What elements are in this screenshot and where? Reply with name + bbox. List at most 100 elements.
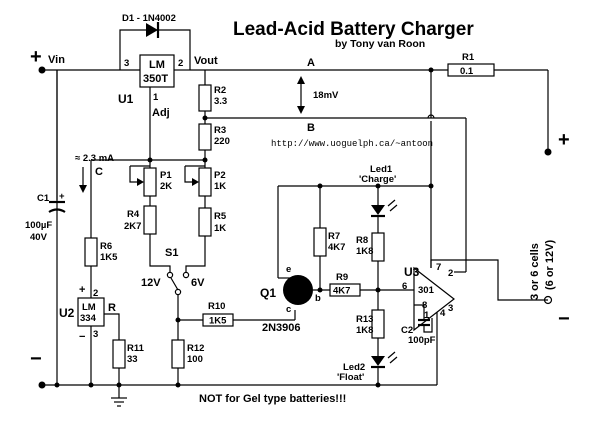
r7-value: 4K7	[328, 242, 345, 253]
u3-pin8: 8	[422, 300, 427, 311]
transistor-q1	[283, 275, 313, 305]
u1-pin1: 1	[153, 92, 159, 103]
capacitor-c1: +	[48, 70, 66, 213]
r3-value: 220	[214, 136, 230, 147]
resistor-r6	[84, 237, 98, 267]
u3-id: U3	[404, 265, 420, 279]
resistor-r7	[313, 227, 327, 257]
vin-minus-sign: −	[30, 348, 42, 370]
vin-label: Vin	[48, 54, 65, 66]
p2-id: P2	[214, 170, 226, 181]
c1-value-2: 40V	[30, 232, 48, 243]
resistor-r2	[198, 84, 212, 112]
svg-text:+: +	[59, 191, 65, 202]
c2-id: C2	[401, 325, 413, 336]
q1-base: b	[315, 293, 321, 304]
c2-value: 100pF	[408, 335, 436, 346]
u3-pin6: 6	[402, 281, 407, 292]
q1-part: 2N3906	[262, 322, 301, 334]
u1-pin2: 2	[178, 58, 183, 69]
r12-value: 100	[187, 354, 203, 365]
q1-collector: c	[286, 304, 291, 315]
led1-id: Led1	[370, 164, 393, 175]
resistor-r13	[371, 309, 385, 339]
resistor-r8	[371, 232, 385, 262]
r13-value: 1K8	[356, 325, 373, 336]
vin-terminal	[38, 66, 46, 74]
r10-value: 1K5	[209, 316, 227, 327]
r9-id: R9	[336, 272, 348, 283]
voltage-drop-arrow	[297, 76, 305, 114]
u1-pin3: 3	[124, 58, 129, 69]
warning-note: NOT for Gel type batteries!!!	[199, 393, 346, 405]
r8-id: R8	[356, 235, 368, 246]
u3-pin2: 2	[448, 268, 453, 279]
r4-value: 2K7	[124, 221, 141, 232]
r8-value: 1K8	[356, 246, 373, 257]
u3-pin4: 4	[440, 308, 446, 319]
u3-pin1: 1	[424, 310, 430, 321]
potentiometer-p1	[143, 167, 157, 197]
vout-label: Vout	[194, 55, 218, 67]
u2-text-1: LM	[82, 302, 96, 313]
u2-r-label: R	[108, 302, 116, 314]
r6-id: R6	[100, 241, 112, 252]
led1-value: 'Charge'	[359, 174, 396, 185]
r6-value: 1K5	[100, 252, 118, 263]
u2-pin3: 3	[93, 329, 98, 340]
c1-value-1: 100µF	[25, 220, 52, 231]
cells-label: 3 or 6 cells	[529, 243, 541, 300]
p2-value: 1K	[214, 181, 226, 192]
u3-pin3: 3	[448, 303, 453, 314]
battery-minus-sign: −	[558, 308, 570, 330]
d1-label: D1 - 1N4002	[122, 13, 176, 24]
positive-rail	[42, 69, 549, 152]
potentiometer-p2	[198, 167, 212, 197]
vin-plus-sign: +	[30, 46, 42, 68]
led2-icon	[371, 351, 398, 385]
node-b-label: B	[307, 122, 315, 134]
r13-id: R13	[356, 314, 373, 325]
resistor-r11	[112, 339, 126, 369]
voltage-label: (6 or 12V)	[544, 240, 556, 290]
r4-id: R4	[127, 209, 140, 220]
byline: by Tony van Roon	[335, 38, 425, 50]
u3-number: 301	[418, 285, 435, 296]
current-label: ≈ 2.3 mA	[75, 153, 114, 164]
r11-id: R11	[127, 343, 145, 354]
u3-pin7: 7	[436, 262, 441, 273]
u1-id: U1	[118, 92, 134, 106]
schematic-title: Lead-Acid Battery Charger	[233, 19, 474, 40]
q1-emitter: e	[286, 264, 291, 275]
r7-id: R7	[328, 231, 340, 242]
r10-id: R10	[208, 301, 225, 312]
current-arrow	[79, 167, 87, 193]
resistor-r4	[143, 205, 157, 235]
voltage-drop-label: 18mV	[313, 90, 339, 101]
diode-d1	[119, 22, 191, 70]
u1-text-1: LM	[149, 59, 165, 71]
u2-minus: −	[79, 331, 85, 343]
u2-text-2: 334	[80, 313, 97, 324]
r12-id: R12	[187, 343, 204, 354]
u2-plus: +	[79, 284, 85, 296]
url-label: http://www.uoguelph.ca/~antoon	[271, 139, 433, 149]
p1-id: P1	[160, 170, 172, 181]
u1-text-2: 350T	[143, 73, 168, 85]
led2-id: Led2	[343, 362, 365, 373]
r2-value: 3.3	[214, 96, 227, 107]
battery-plus-sign: +	[558, 129, 570, 151]
c1-id: C1	[37, 193, 50, 204]
resistor-r1	[447, 63, 495, 77]
r1-id: R1	[462, 52, 475, 63]
u2-pin2: 2	[93, 288, 98, 299]
s1-12v-label: 12V	[141, 277, 161, 289]
r11-value: 33	[127, 354, 138, 365]
p1-value: 2K	[160, 181, 172, 192]
u2-id: U2	[59, 306, 75, 320]
vin-minus-terminal	[38, 381, 46, 389]
resistor-r3	[198, 123, 212, 151]
r3-id: R3	[214, 125, 226, 136]
r1-value: 0.1	[460, 66, 474, 77]
